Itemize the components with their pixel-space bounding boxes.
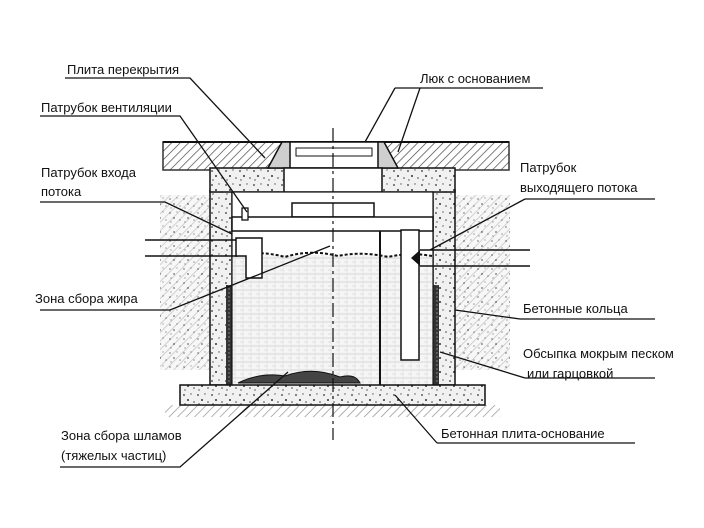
label-slab: Плита перекрытия (67, 62, 179, 77)
label-inlet-pipe-line2: потока (41, 184, 82, 199)
label-concrete-rings: Бетонные кольца (523, 301, 628, 316)
label-sludge-zone-line2: (тяжелых частиц) (61, 448, 166, 463)
outlet-pipe (400, 229, 530, 361)
label-sand-fill-line1: Обсыпка мокрым песком (523, 346, 674, 361)
sand-fill-left (226, 285, 232, 385)
sludge-layer (237, 370, 361, 384)
label-sand-fill-line2: или гарцовкой (527, 366, 613, 381)
soil-right (455, 195, 510, 370)
label-vent-pipe: Патрубок вентиляции (41, 100, 172, 115)
label-outlet-pipe-line1: Патрубок (520, 160, 577, 175)
sand-fill-right (433, 285, 439, 385)
inlet-pipe (145, 237, 263, 279)
label-sludge-zone-line1: Зона сбора шламов (61, 428, 182, 443)
label-base-slab: Бетонная плита-основание (441, 426, 605, 441)
label-hatch: Люк с основанием (420, 71, 530, 86)
label-grease-zone: Зона сбора жира (35, 291, 139, 306)
label-inlet-pipe-line1: Патрубок входа (41, 165, 137, 180)
label-outlet-pipe-line2: выходящего потока (520, 180, 638, 195)
soil-left (160, 195, 210, 370)
leader-lines (40, 77, 655, 468)
